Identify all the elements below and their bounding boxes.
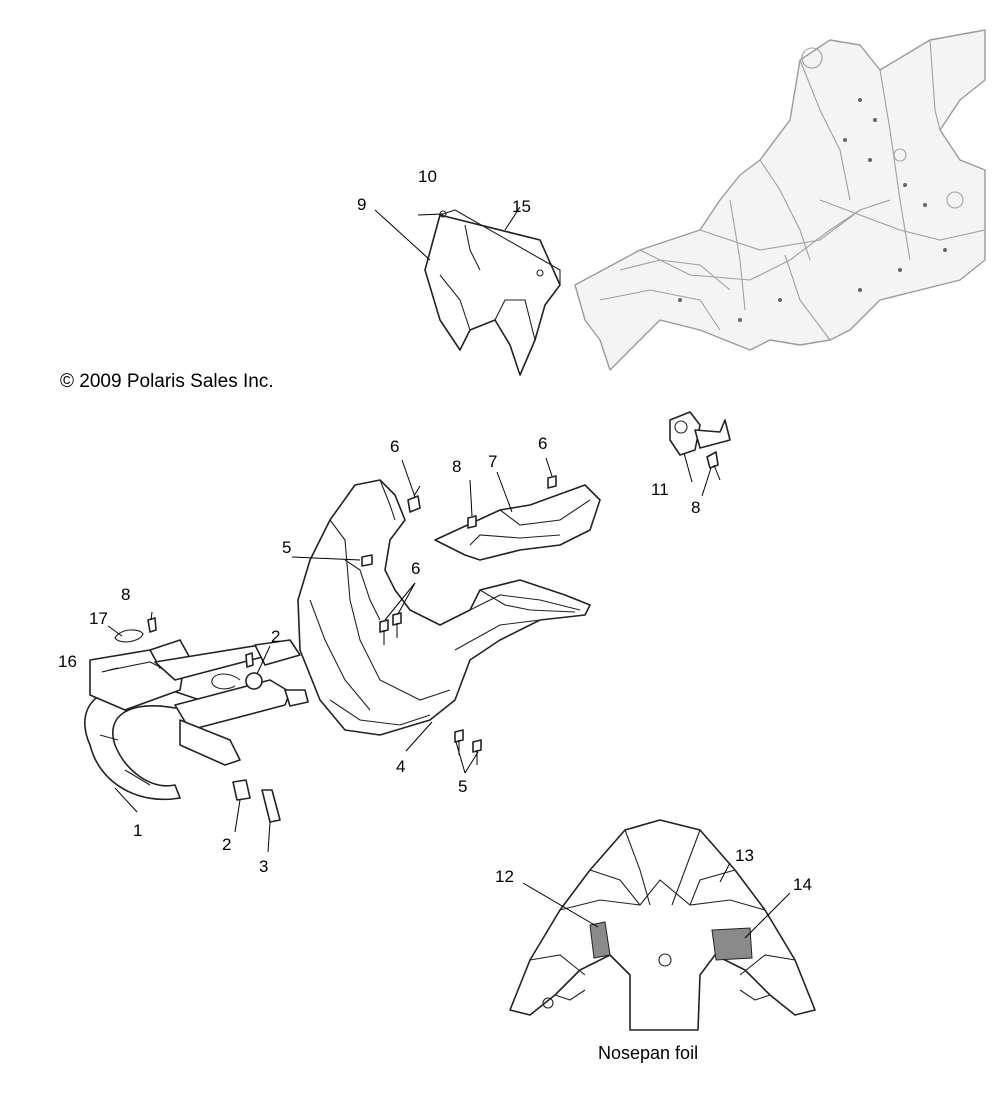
callout-1: 1 (133, 821, 142, 840)
part-nosepan (297, 479, 591, 736)
callout-8: 8 (691, 498, 700, 517)
callout-10: 10 (418, 167, 437, 186)
callout-6: 6 (411, 559, 420, 578)
callout-6: 6 (390, 437, 399, 456)
part-bracket (669, 411, 731, 481)
callout-5: 5 (458, 777, 467, 796)
callout-3: 3 (259, 857, 268, 876)
inset-caption: Nosepan foil (598, 1043, 699, 1063)
copyright-notice: © 2009 Polaris Sales Inc. (60, 371, 274, 392)
callout-12: 12 (495, 867, 514, 886)
callout-11: 11 (651, 480, 669, 499)
callout-7: 7 (488, 452, 497, 471)
callout-2: 2 (271, 627, 280, 646)
callout-9: 9 (357, 195, 366, 214)
part-bumper-assembly (84, 617, 309, 823)
part-deflector-panel (434, 475, 601, 561)
part-bulkhead-cover (424, 209, 561, 376)
callout-13: 13 (735, 846, 754, 865)
chassis-frame (574, 29, 986, 371)
callout-6: 6 (538, 434, 547, 453)
callout-8: 8 (121, 585, 130, 604)
leader-lines (101, 206, 791, 939)
callout-17: 17 (89, 609, 108, 628)
callout-labels: 1 2 2 3 4 5 5 6 6 6 7 8 8 8 9 10 11 12 1… (58, 167, 812, 894)
callout-2: 2 (222, 835, 231, 854)
callout-8: 8 (452, 457, 461, 476)
callout-16: 16 (58, 652, 77, 671)
inset-nosepan-foil (509, 819, 816, 1031)
callout-14: 14 (793, 875, 812, 894)
callout-15: 15 (512, 197, 531, 216)
callout-5: 5 (282, 538, 291, 557)
callout-4: 4 (396, 757, 405, 776)
fasteners (361, 485, 482, 765)
